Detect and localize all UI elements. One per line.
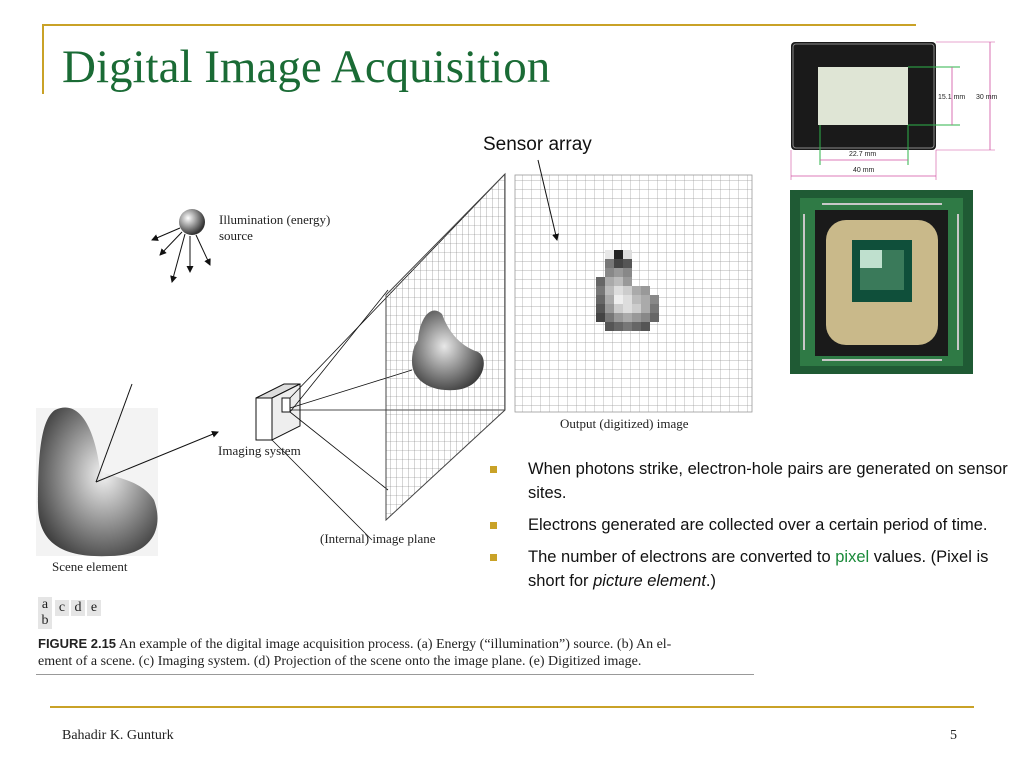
pixel-highlight: pixel [835, 548, 870, 566]
caption-line-2: ement of a scene. (c) Imaging system. (d… [38, 654, 642, 669]
figure-caption: FIGURE 2.15 An example of the digital im… [38, 635, 758, 670]
bullet-text-3c: .) [705, 572, 717, 590]
panel-letter-b: b [38, 613, 52, 629]
output-image-label: Output (digitized) image [560, 416, 689, 431]
bullet-text-3a: The number of electrons are converted to [528, 548, 836, 566]
bullet-marker [490, 522, 497, 529]
bullet-text-2: Electrons generated are collected over a… [528, 516, 988, 534]
illumination-label-source: source [219, 228, 253, 243]
illumination-source [151, 209, 211, 283]
dim-total-width: 40 mm [853, 167, 875, 174]
bullet-list: When photons strike, electron-hole pairs… [490, 457, 1020, 601]
footer-rule [50, 706, 974, 708]
slide-title: Digital Image Acquisition [62, 41, 551, 93]
scene-element [36, 383, 219, 557]
caption-rule [36, 674, 754, 675]
illumination-label: Illumination (energy) [219, 212, 331, 227]
title-rule [42, 24, 44, 94]
dim-total-height: 30 mm [976, 94, 998, 101]
bullet-item: Electrons generated are collected over a… [490, 513, 1020, 537]
digitized-pixels [596, 250, 659, 331]
dim-width: 22.7 mm [849, 151, 877, 158]
bullet-text-1: When photons strike, electron-hole pairs… [528, 460, 1008, 502]
panel-letter-c: c [55, 600, 69, 616]
bullet-text-3b: values. (Pixel is short for [528, 548, 989, 590]
scene-element-label: Scene element [52, 559, 128, 574]
top-rule [42, 24, 916, 26]
imaging-system [255, 383, 301, 441]
chip-die-photo [790, 190, 973, 374]
internal-image-plane [385, 172, 506, 522]
light-source-sphere [179, 209, 205, 235]
dim-height: 15.1 mm [938, 94, 966, 101]
panel-letter-e: e [87, 600, 101, 616]
bullet-marker [490, 466, 497, 473]
footer-author: Bahadir K. Gunturk [62, 728, 174, 743]
sensor-array-label: Sensor array [483, 134, 592, 155]
output-digitized-image [514, 159, 753, 413]
panel-letter-d: d [71, 600, 85, 616]
bullet-item: The number of electrons are converted to… [490, 545, 1020, 593]
imaging-system-label: Imaging system [218, 443, 301, 458]
caption-figure-number: FIGURE 2.15 [38, 636, 117, 651]
bullet-item: When photons strike, electron-hole pairs… [490, 457, 1020, 505]
caption-line-1: An example of the digital image acquisit… [118, 637, 672, 652]
picture-element-italic: picture element [593, 572, 706, 590]
page-number: 5 [950, 728, 957, 743]
sensor-chip-photo [790, 41, 995, 180]
panel-letter-a: a [38, 597, 52, 613]
image-plane-label: (Internal) image plane [320, 531, 436, 546]
bullet-marker [490, 554, 497, 561]
